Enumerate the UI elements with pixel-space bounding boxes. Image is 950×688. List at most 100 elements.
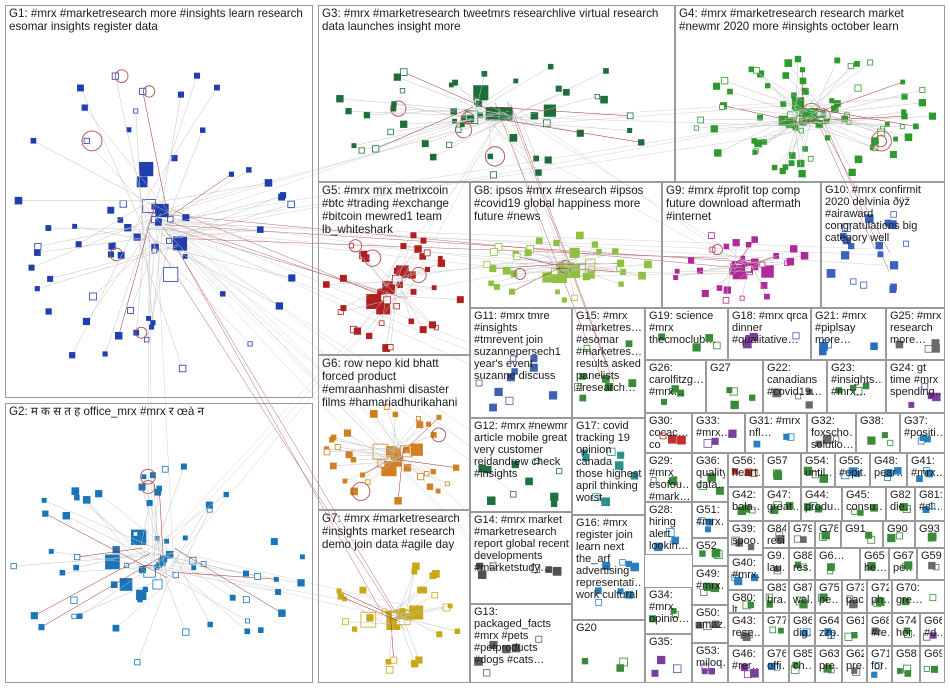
group-label: G2: म क स त ह office_mrx #mrx र œà न [9,405,310,418]
group-label: G14: #mrx market #marketresearch report … [474,514,569,574]
group-label: G61 [846,615,864,627]
group-label: G44: produ… [805,489,839,513]
group-cell-g42: G42: bala… [728,487,763,521]
group-label: G31: #mrx nfl… [749,415,804,439]
group-label: G21: #mrx #piplsay more… [815,310,883,346]
group-cell-g66: G66: #d… [920,613,945,646]
group-cell-g34: G34: #mrx opinio… [645,587,692,634]
group-label: G15: #mrx #marketres… #esomar #marketres… [576,310,642,394]
group-label: G11: #mrx tmre #insights #tmrevent join … [474,310,569,382]
group-label: G37: #positi… [904,415,942,439]
group-label: G3: #mrx #marketresearch tweetmrs resear… [322,7,672,33]
group-label: G27 [710,362,760,374]
group-cell-g81: G81: #cl… [915,487,945,521]
group-label: G91 [845,523,880,535]
group-cell-g25: G25: #mrx research more… [886,308,945,360]
group-cell-g79: G79… [789,521,815,548]
group-label: G82: die… [890,489,912,513]
group-cell-g45: G45: consu… [842,487,886,521]
group-cell-g51: G51: #mrx… [692,502,728,538]
group-label: G22: canadians #covid19… [767,362,824,398]
group-cell-g43: G43: rese… [728,613,763,646]
group-cell-g73: G73: pac… [842,580,867,613]
group-label: G29: #mrx esofou… #mark… [649,455,689,502]
group-label: G30: cocac… co presen… [649,415,689,453]
group-cell-g71: G71: for… [867,646,892,683]
group-cell-g93: G93 [915,521,945,548]
group-cell-g13: G13: packaged_facts #mrx #pets #petprodu… [470,604,572,683]
group-label: G16: #mrx register join learn next the_a… [576,517,642,601]
group-label: G74: hor… [896,615,917,639]
group-cell-g59: G59 [917,548,945,580]
group-label: G45: consu… [846,489,883,513]
group-label: G36: quality data… [696,455,725,491]
group-label: G43: rese… [732,615,760,639]
group-label: G59 [921,550,942,562]
group-label: G5: #mrx mrx metrixcoin #btc #trading #e… [322,184,467,236]
group-label: G62: pre… [846,648,864,672]
group-cell-g74: G74: hor… [892,613,920,646]
group-label: G73: pac… [846,582,864,606]
group-cell-g60: G6… [815,548,860,580]
group-label: G77 [767,615,786,627]
group-cell-g54: G54: until… [801,453,835,487]
group-cell-g30: G30: cocac… co presen… [645,413,692,453]
group-label: G87: wel… [793,582,812,606]
group-cell-g7: G7: #mrx #marketresearch #insights marke… [318,510,470,683]
group-label: G55: #epit… [839,455,867,479]
group-cell-g44: G44: produ… [801,487,842,521]
group-label: G4: #mrx #marketresearch research market… [679,7,942,33]
group-label: G67: pe… [893,550,914,574]
group-cell-g61: G61 [842,613,867,646]
group-label: G75: pe… [819,582,839,606]
group-cell-g29: G29: #mrx esofou… #mark… [645,453,692,502]
group-cell-g2: G2: म क स त ह office_mrx #mrx र œà न [5,403,313,683]
group-label: G81: #cl… [919,489,942,513]
group-cell-g90: G90 [883,521,915,548]
group-label: G85: ch… [793,648,812,672]
group-cell-g24: G24: gt time #mrx spending… [886,360,945,413]
group-label: G58 [896,648,917,660]
group-label: G34: #mrx opinio… [649,589,689,625]
group-label: G38: [860,415,897,427]
group-label: G26: carolfitzg… #mrx… [649,362,703,398]
group-label: G33: #mrx… [696,415,742,439]
group-cell-g48: G48: pear… [870,453,907,487]
group-cell-g91: G91 [841,521,883,548]
group-label: G12: #mrx #newmr article mobile great ve… [474,420,569,480]
group-label: G68: #re… [871,615,889,639]
group-label: G66: #d… [924,615,942,639]
group-label: G54: until… [805,455,832,479]
group-cell-g22: G22: canadians #covid19… [763,360,827,413]
group-label: G41: #mrx… [911,455,942,479]
group-label: G80: lt [732,592,760,613]
group-cell-g58: G58 [892,646,920,683]
group-cell-g78: G78… [815,521,841,548]
group-cell-g28: G28: hiring alert lookin… [645,502,692,555]
group-label: G69 [924,648,942,660]
group-label: G93 [919,523,942,535]
group-label: G71: for… [871,648,889,672]
group-label: G17: covid tracking 19 opinion canada th… [576,420,642,504]
group-cell-g41: G41: #mrx… [907,453,945,487]
group-cell-g53: G53: miloq… [692,643,728,683]
group-cell-g50: G50: amaz… [692,605,728,643]
group-label: G52 [696,540,725,552]
group-label: G63: pre… [819,648,839,672]
group-label: G39: spoo… [732,523,760,547]
group-label: G50: amaz… [696,607,725,631]
group-label: G64: zzp… [819,615,839,639]
group-label: G9…: lau… [767,550,786,574]
group-label: G1: #mrx #marketresearch more #insights … [9,7,310,33]
group-label: G90 [887,523,912,535]
group-cell-g8: G8: ipsos #mrx #research #ipsos #covid19… [470,182,662,308]
group-cell-g4: G4: #mrx #marketresearch research market… [675,5,945,182]
group-cell-g92: G9…: lau… [763,548,789,580]
group-label: G7: #mrx #marketresearch #insights marke… [322,512,467,551]
group-cell-g19: G19: science #mrx thecmoclub… [645,308,728,360]
group-cell-g17: G17: covid tracking 19 opinion canada th… [572,418,645,515]
group-label: G84: resi… [767,523,786,547]
group-cell-g70: G70: gre… [892,580,945,613]
group-label: G79… [793,523,812,535]
group-cell-g49: G49: #mrx… [692,566,728,605]
